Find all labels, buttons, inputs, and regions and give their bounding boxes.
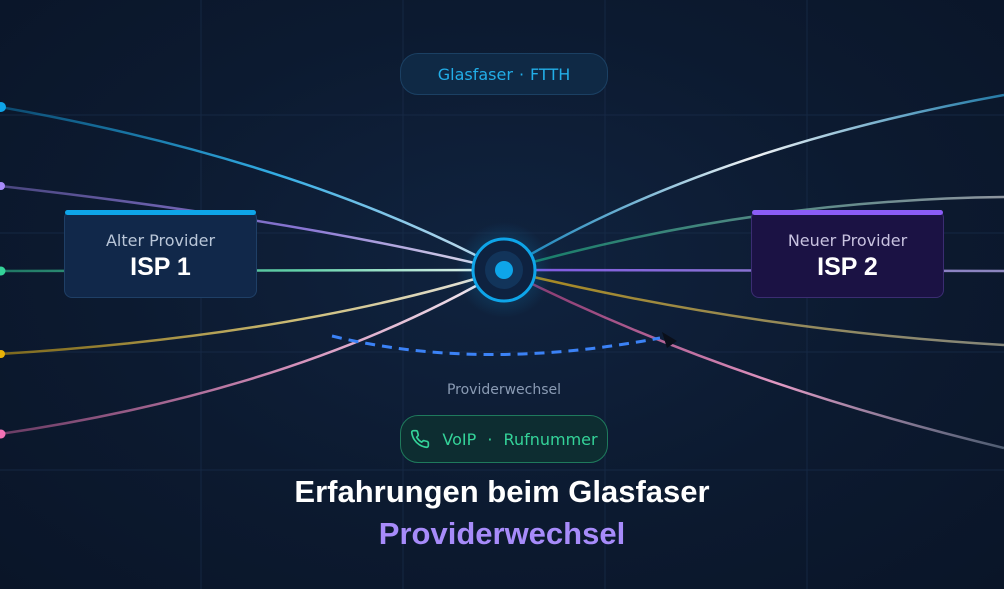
- old-provider-card: Alter Provider ISP 1: [64, 210, 257, 298]
- connection-line: [503, 268, 1004, 450]
- new-provider-caption: Neuer Provider: [787, 231, 908, 250]
- badge-text: VoIP · Rufnummer: [442, 430, 597, 449]
- new-provider-accent-bar: [752, 210, 943, 215]
- badge-separator: ·: [518, 64, 525, 84]
- connection-line: [0, 105, 505, 272]
- phone-icon: [410, 429, 430, 449]
- endpoint-dot: [0, 102, 6, 112]
- badge-suffix: Rufnummer: [503, 429, 598, 449]
- endpoint-dot: [0, 266, 6, 276]
- badge-label: Glasfaser: [437, 64, 513, 84]
- headline-line-1: Erfahrungen beim Glasfaser: [294, 474, 710, 509]
- new-provider-card: Neuer Provider ISP 2: [751, 210, 944, 298]
- badge-separator: ·: [487, 429, 493, 449]
- badge-suffix: FTTH: [530, 64, 571, 84]
- old-provider-caption: Alter Provider: [105, 231, 216, 250]
- endpoint-dot: [0, 429, 6, 439]
- endpoint-dot: [0, 350, 5, 358]
- hub-label: Providerwechsel: [446, 382, 562, 398]
- connection-line: [0, 268, 505, 356]
- switch-arrow: [331, 332, 677, 357]
- hub-node: [456, 222, 552, 318]
- badge-label: VoIP: [442, 429, 477, 449]
- line-endpoint-dots: [0, 102, 6, 439]
- endpoint-dot: [0, 182, 5, 190]
- connection-line: [0, 184, 505, 272]
- old-provider-accent-bar: [65, 210, 256, 215]
- voip-number-badge: VoIP · Rufnummer: [400, 415, 608, 463]
- headline-line-2: Providerwechsel: [378, 516, 626, 551]
- connection-line: [0, 268, 505, 436]
- fiber-ftth-badge: Glasfaser · FTTH: [400, 53, 608, 95]
- connection-line: [503, 268, 1004, 347]
- connection-line: [503, 93, 1004, 272]
- old-provider-name: ISP 1: [130, 253, 191, 281]
- new-provider-name: ISP 2: [817, 253, 878, 281]
